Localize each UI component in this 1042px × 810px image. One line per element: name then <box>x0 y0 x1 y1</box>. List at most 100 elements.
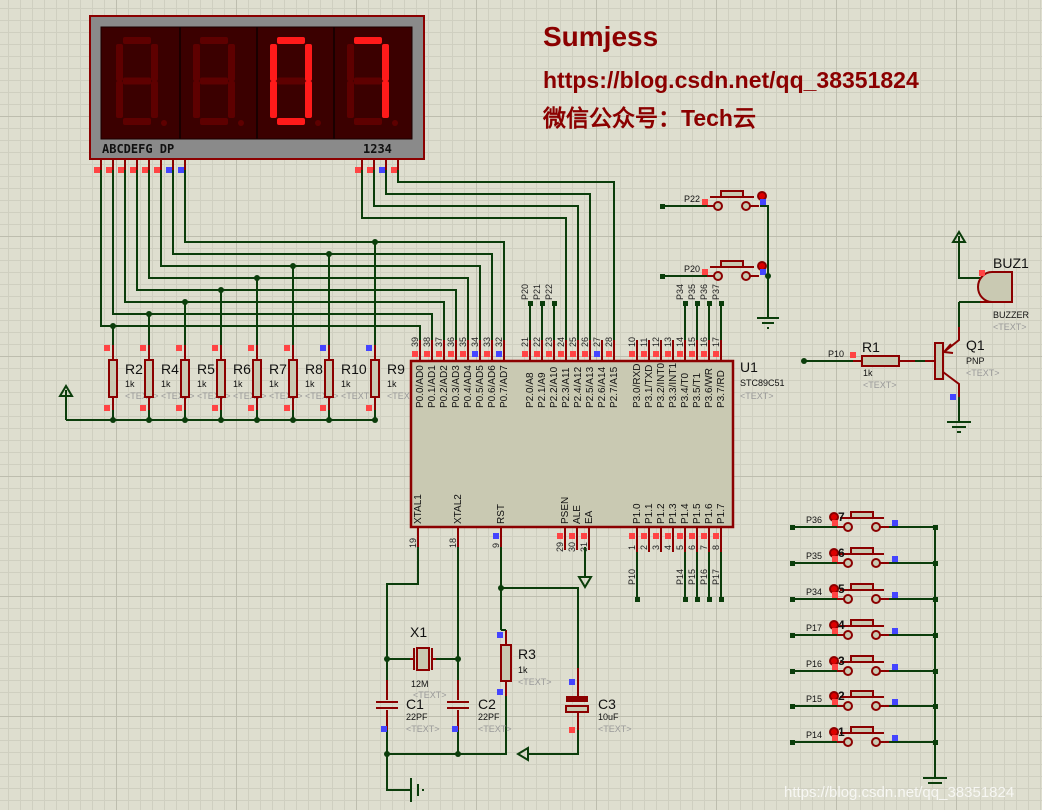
r1-text: <TEXT> <box>863 380 897 390</box>
button-net-label: P20 <box>684 264 700 274</box>
segment-a <box>200 37 228 44</box>
segment-a <box>123 37 151 44</box>
resistor-text: <TEXT> <box>233 391 267 401</box>
pin-name: P0.3/AD3 <box>451 365 462 408</box>
vcc-arrow-icon <box>951 230 967 243</box>
pin-number: 21 <box>520 337 530 347</box>
resistor-ref: R10 <box>341 361 367 377</box>
pin-number: 22 <box>532 337 542 347</box>
pin-number: 24 <box>556 337 566 347</box>
c1-ref: C1 <box>406 696 424 712</box>
mcu-part: STC89C51 <box>740 378 785 388</box>
press-indicator-icon <box>829 656 839 666</box>
resistor-value: 1k <box>233 379 243 389</box>
net-label: P36 <box>699 284 709 300</box>
press-indicator-icon <box>829 512 839 522</box>
pin-name: P0.4/AD4 <box>463 365 474 408</box>
net-label: P34 <box>675 284 685 300</box>
mcu-u1[interactable] <box>409 359 735 529</box>
segment-e <box>116 81 123 118</box>
decimal-point <box>315 120 321 126</box>
pin-name: P2.3/A11 <box>561 367 572 408</box>
resistor-ref: R7 <box>269 361 287 377</box>
key-number: 5 <box>838 582 845 596</box>
segment-d <box>123 118 151 125</box>
c3-value: 10uF <box>598 712 619 722</box>
push-button-p22[interactable]: P22 <box>660 190 767 211</box>
push-button-p20[interactable]: P20 <box>660 260 767 281</box>
pin-name: XTAL2 <box>453 494 464 524</box>
q1-value: PNP <box>966 356 985 366</box>
decimal-point <box>392 120 398 126</box>
pin-number: 34 <box>470 337 480 347</box>
pin-number: 10 <box>627 337 637 347</box>
key-5[interactable]: P34 5 <box>790 582 938 604</box>
net-label: P35 <box>687 284 697 300</box>
pin-number: 39 <box>410 337 420 347</box>
pin-name: XTAL1 <box>413 494 424 524</box>
resistor-r4[interactable]: R4 1k <TEXT> <box>140 314 195 423</box>
segment-f <box>270 44 277 81</box>
pin-number: 37 <box>434 337 444 347</box>
pin-name: EA <box>584 510 595 524</box>
pin-name: P0.7/AD7 <box>499 365 510 408</box>
seven-segment-display[interactable]: ABCDEFG DP 1234 <box>89 15 425 160</box>
press-indicator-icon <box>829 727 839 737</box>
pin-name: P3.7/RD <box>716 370 727 408</box>
resistor-value: 1k <box>269 379 279 389</box>
resistor-text: <TEXT> <box>161 391 195 401</box>
pin-number: 27 <box>592 337 602 347</box>
c3-text: <TEXT> <box>598 724 632 734</box>
pin-name: P3.6/WR <box>704 368 715 408</box>
pin-number: 23 <box>544 337 554 347</box>
pin-number: 4 <box>663 545 673 550</box>
press-indicator-icon <box>757 191 767 201</box>
segment-c <box>228 81 235 118</box>
pin-name: P2.0/A8 <box>525 372 536 408</box>
pin-name: P3.1/TXD <box>644 365 655 408</box>
decimal-point <box>161 120 167 126</box>
resistor-r5[interactable]: R5 1k <TEXT> <box>176 302 231 423</box>
resistor-value: 1k <box>161 379 171 389</box>
segment-f <box>193 44 200 81</box>
pin-name: P1.5 <box>692 503 703 524</box>
pin-number: 7 <box>699 545 709 550</box>
c1-text: <TEXT> <box>406 724 440 734</box>
segment-f <box>116 44 123 81</box>
pin-name: P3.2/INT0 <box>656 363 667 408</box>
resistor-value: 1k <box>305 379 315 389</box>
resistor-text: <TEXT> <box>269 391 303 401</box>
button-net-label: P34 <box>806 587 822 597</box>
resistor-r7[interactable]: R7 1k <TEXT> <box>248 278 303 423</box>
segment-a <box>354 37 382 44</box>
pin-name: P0.5/AD5 <box>475 365 486 408</box>
resistor-ref: R4 <box>161 361 179 377</box>
pin-name: P0.0/AD0 <box>415 365 426 408</box>
author-watermark: Sumjess <box>543 21 658 52</box>
resistor-value: 1k <box>197 379 207 389</box>
pin-number: 29 <box>555 542 565 552</box>
net-label: P17 <box>711 569 721 585</box>
resistor-ref: R5 <box>197 361 215 377</box>
pin-name: P1.1 <box>644 503 655 524</box>
pin-name: P0.1/AD1 <box>427 365 438 408</box>
pin-name: P1.6 <box>704 503 715 524</box>
net-label: P14 <box>675 569 685 585</box>
resistor-text: <TEXT> <box>305 391 339 401</box>
digit-1 <box>116 37 167 126</box>
resistor-text: <TEXT> <box>197 391 231 401</box>
mcu-pins: 39P0.0/AD038P0.1/AD137P0.2/AD236P0.3/AD3… <box>408 284 727 602</box>
press-indicator-icon <box>829 691 839 701</box>
r3-ref: R3 <box>518 646 536 662</box>
pin-number: 36 <box>446 337 456 347</box>
